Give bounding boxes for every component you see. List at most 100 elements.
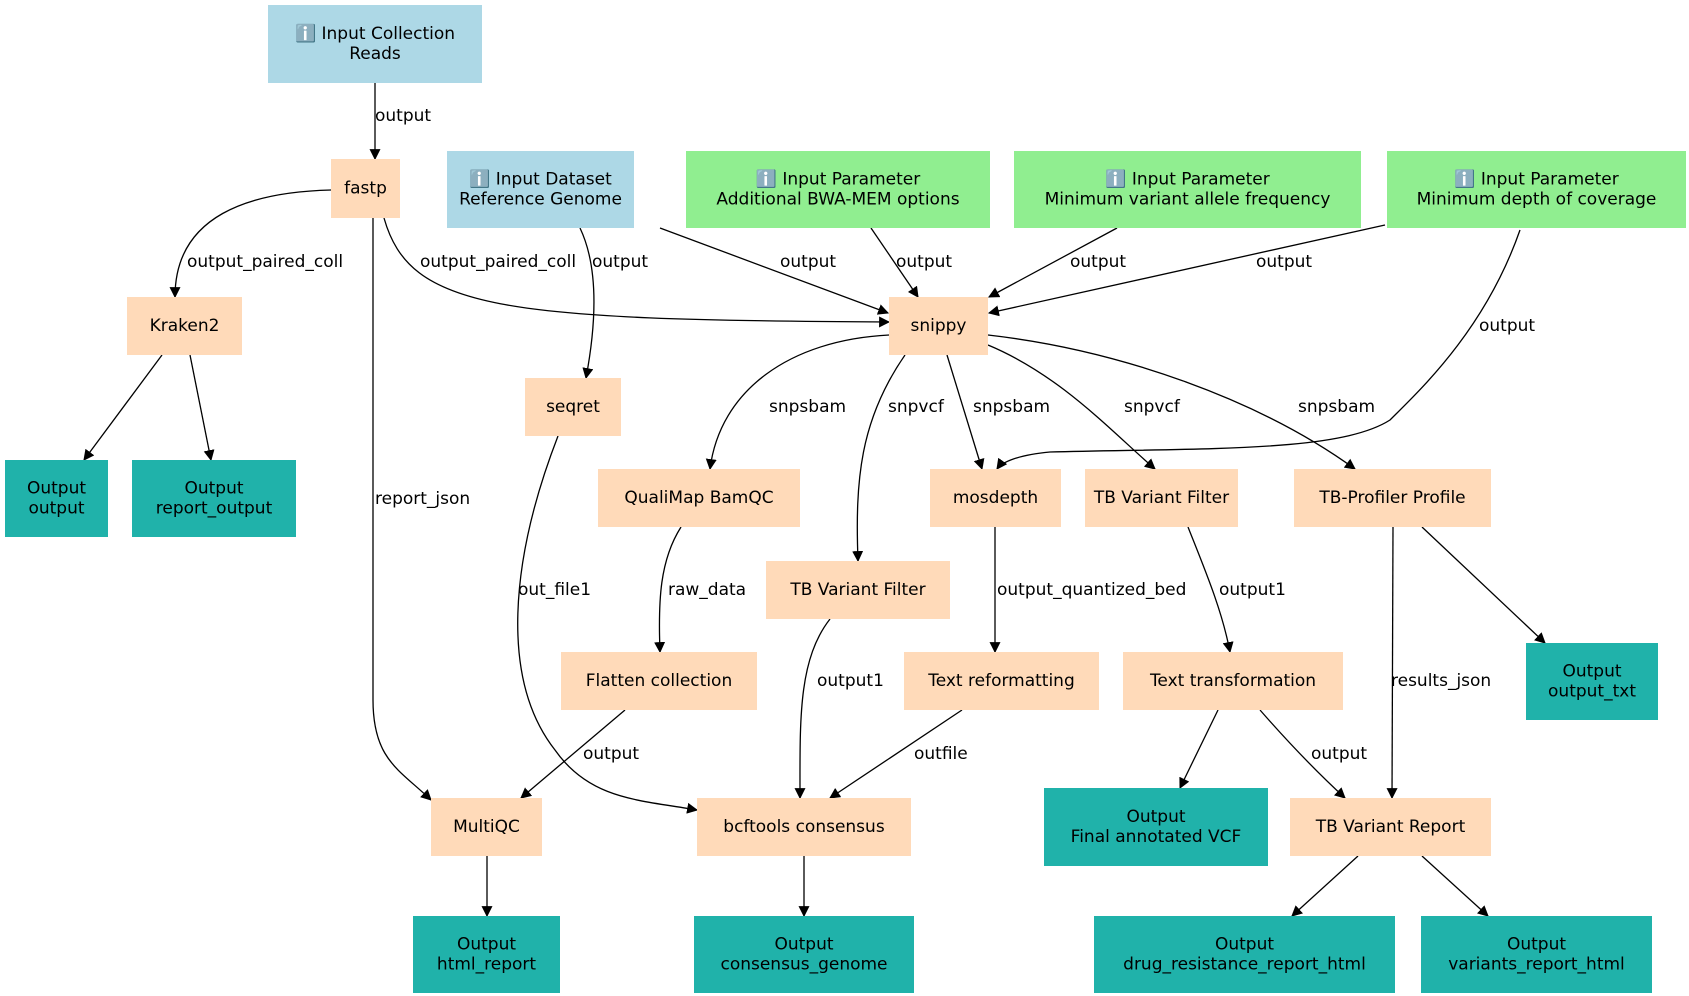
node-label-out_consensus-line-1: consensus_genome bbox=[720, 955, 887, 975]
edge-kraken2-to-out_output bbox=[83, 354, 163, 461]
node-fastp: fastp bbox=[331, 159, 400, 218]
node-box-out_vcf bbox=[1044, 788, 1268, 866]
node-label-param_depth-line-0: ℹ️ Input Parameter bbox=[1454, 169, 1618, 190]
node-label-texttransform-line-0: Text transformation bbox=[1149, 671, 1316, 691]
edge-texttransform-to-out_vcf bbox=[1179, 709, 1219, 789]
edge-label-tbfilter_a-to-texttransform: output1 bbox=[1219, 580, 1286, 600]
edge-flatten-to-multiqc bbox=[520, 709, 626, 799]
node-box-tbprofiler bbox=[1294, 469, 1491, 527]
edge-label-snippy-to-tbfilter_a: snpvcf bbox=[1124, 397, 1181, 417]
node-box-out_output_txt bbox=[1526, 643, 1658, 720]
edge-param_depth-to-mosdepth bbox=[996, 229, 1521, 470]
node-tbfilter_b: TB Variant Filter bbox=[766, 561, 950, 619]
edge-input_ref-to-seqret bbox=[579, 227, 595, 380]
edge-tbfilter_a-to-texttransform bbox=[1187, 526, 1234, 654]
node-label-param_depth-line-1: Minimum depth of coverage bbox=[1417, 190, 1657, 210]
edge-seqret-to-bcftools bbox=[517, 435, 699, 814]
node-box-tbfilter_b bbox=[766, 561, 950, 619]
edge-label-textreformat-to-bcftools: outfile bbox=[914, 744, 968, 764]
node-label-out_vcf-line-1: Final annotated VCF bbox=[1071, 827, 1242, 847]
node-seqret: seqret bbox=[525, 378, 621, 436]
edge-snippy-to-mosdepth bbox=[946, 354, 985, 471]
node-box-textreformat bbox=[904, 652, 1099, 710]
node-kraken2: Kraken2 bbox=[127, 297, 242, 355]
node-label-out_html_report-line-0: Output bbox=[457, 935, 516, 955]
edge-label-param_freq-to-snippy: output bbox=[1070, 252, 1126, 272]
node-label-bcftools-line-0: bcftools consensus bbox=[723, 817, 885, 837]
node-box-snippy bbox=[889, 297, 988, 355]
edge-label-mosdepth-to-textreformat: output_quantized_bed bbox=[997, 580, 1186, 600]
node-box-seqret bbox=[525, 378, 621, 436]
node-label-out_consensus-line-0: Output bbox=[774, 935, 833, 955]
node-label-param_freq-line-0: ℹ️ Input Parameter bbox=[1105, 169, 1269, 190]
node-label-qualimap-line-0: QualiMap BamQC bbox=[624, 488, 773, 508]
node-multiqc: MultiQC bbox=[431, 798, 542, 856]
node-box-kraken2 bbox=[127, 297, 242, 355]
node-label-tbreport-line-0: TB Variant Report bbox=[1315, 817, 1466, 837]
node-label-input_ref-line-0: ℹ️ Input Dataset bbox=[469, 169, 612, 190]
edge-textreformat-to-bcftools bbox=[829, 709, 963, 799]
node-tbprofiler: TB-Profiler Profile bbox=[1294, 469, 1491, 527]
node-label-out_output-line-0: Output bbox=[27, 479, 86, 499]
node-label-input_ref-line-1: Reference Genome bbox=[459, 190, 622, 210]
edge-label-input_ref-to-snippy: output bbox=[780, 252, 836, 272]
edge-label-snippy-to-qualimap: snpsbam bbox=[769, 397, 846, 417]
edge-label-tbfilter_b-to-bcftools: output1 bbox=[817, 671, 884, 691]
node-label-snippy-line-0: snippy bbox=[911, 316, 967, 336]
node-box-out_output bbox=[5, 460, 108, 537]
edge-tbprofiler-to-tbreport bbox=[1386, 526, 1398, 800]
node-label-out_drug-line-1: drug_resistance_report_html bbox=[1123, 955, 1366, 975]
edge-input_ref-to-snippy bbox=[659, 227, 890, 315]
node-box-out_html_report bbox=[413, 916, 560, 993]
edge-label-fastp-to-multiqc: report_json bbox=[375, 489, 470, 509]
edge-param_depth-to-snippy bbox=[987, 224, 1386, 317]
node-label-mosdepth-line-0: mosdepth bbox=[953, 488, 1038, 508]
node-label-kraken2-line-0: Kraken2 bbox=[150, 316, 220, 336]
edge-fastp-to-kraken2 bbox=[169, 189, 332, 299]
edge-label-param_depth-to-snippy: output bbox=[1256, 252, 1312, 272]
node-mosdepth: mosdepth bbox=[930, 469, 1061, 527]
node-label-seqret-line-0: seqret bbox=[546, 397, 600, 417]
edge-label-seqret-to-bcftools: out_file1 bbox=[518, 580, 591, 600]
edge-label-snippy-to-tbfilter_b: snpvcf bbox=[888, 397, 945, 417]
node-box-fastp bbox=[331, 159, 400, 218]
node-label-out_drug-line-0: Output bbox=[1215, 935, 1274, 955]
edge-label-fastp-to-snippy: output_paired_coll bbox=[420, 252, 576, 272]
edge-label-fastp-to-kraken2: output_paired_coll bbox=[187, 252, 343, 272]
edge-param_bwa-to-snippy bbox=[870, 227, 919, 298]
node-box-param_freq bbox=[1014, 151, 1361, 228]
node-label-param_freq-line-1: Minimum variant allele frequency bbox=[1045, 190, 1331, 210]
node-box-tbfilter_a bbox=[1085, 469, 1238, 527]
node-tbfilter_a: TB Variant Filter bbox=[1085, 469, 1238, 527]
node-box-input_ref bbox=[447, 151, 634, 228]
node-box-flatten bbox=[561, 652, 757, 710]
edges-layer: output output_paired_coll output_paired_co… bbox=[83, 83, 1546, 918]
edge-label-texttransform-to-tbreport: output bbox=[1311, 744, 1367, 764]
edge-fastp-to-snippy bbox=[383, 217, 891, 328]
edge-fastp-to-multiqc bbox=[372, 218, 432, 801]
node-label-tbprofiler-line-0: TB-Profiler Profile bbox=[1318, 488, 1465, 508]
edge-tbfilter_b-to-bcftools bbox=[794, 618, 831, 800]
node-box-input_reads bbox=[268, 5, 482, 83]
edge-tbreport-to-out_variants bbox=[1421, 855, 1489, 917]
edge-texttransform-to-tbreport bbox=[1259, 709, 1346, 799]
edge-label-snippy-to-tbprofiler: snpsbam bbox=[1298, 397, 1375, 417]
edge-label-tbprofiler-to-tbreport: results_json bbox=[1391, 671, 1491, 691]
node-box-mosdepth bbox=[930, 469, 1061, 527]
edge-label-snippy-to-mosdepth: snpsbam bbox=[973, 397, 1050, 417]
node-box-out_variants bbox=[1421, 916, 1652, 993]
node-label-out_variants-line-1: variants_report_html bbox=[1448, 955, 1625, 975]
